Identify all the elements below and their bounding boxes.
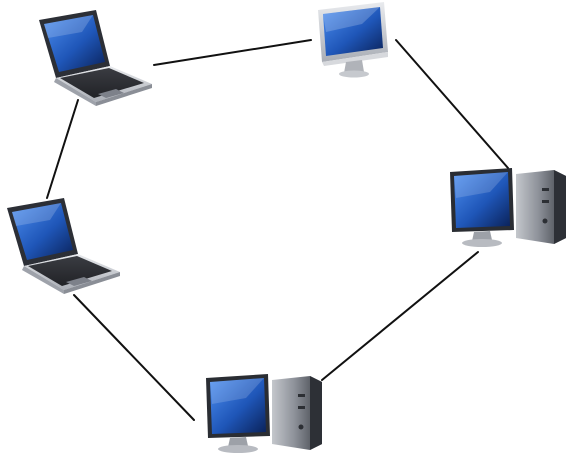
all-in-one-computer-icon [318, 2, 388, 78]
laptop-icon [39, 10, 152, 106]
node-laptop-left[interactable] [7, 198, 120, 294]
node-desktop-bottom[interactable] [206, 374, 322, 453]
link-laptop-left-to-laptop-top-left [46, 99, 79, 199]
link-laptop-top-left-to-imac-top [153, 39, 312, 66]
desktop-computer-icon [450, 168, 566, 247]
link-imac-top-to-desktop-right [395, 39, 509, 169]
node-desktop-right[interactable] [450, 168, 566, 247]
node-imac-top[interactable] [318, 2, 388, 78]
link-desktop-bottom-to-laptop-left [73, 294, 195, 421]
laptop-icon [7, 198, 120, 294]
node-laptop-top-left[interactable] [39, 10, 152, 106]
network-links [46, 39, 509, 421]
link-desktop-right-to-desktop-bottom [321, 251, 479, 381]
desktop-computer-icon [206, 374, 322, 453]
